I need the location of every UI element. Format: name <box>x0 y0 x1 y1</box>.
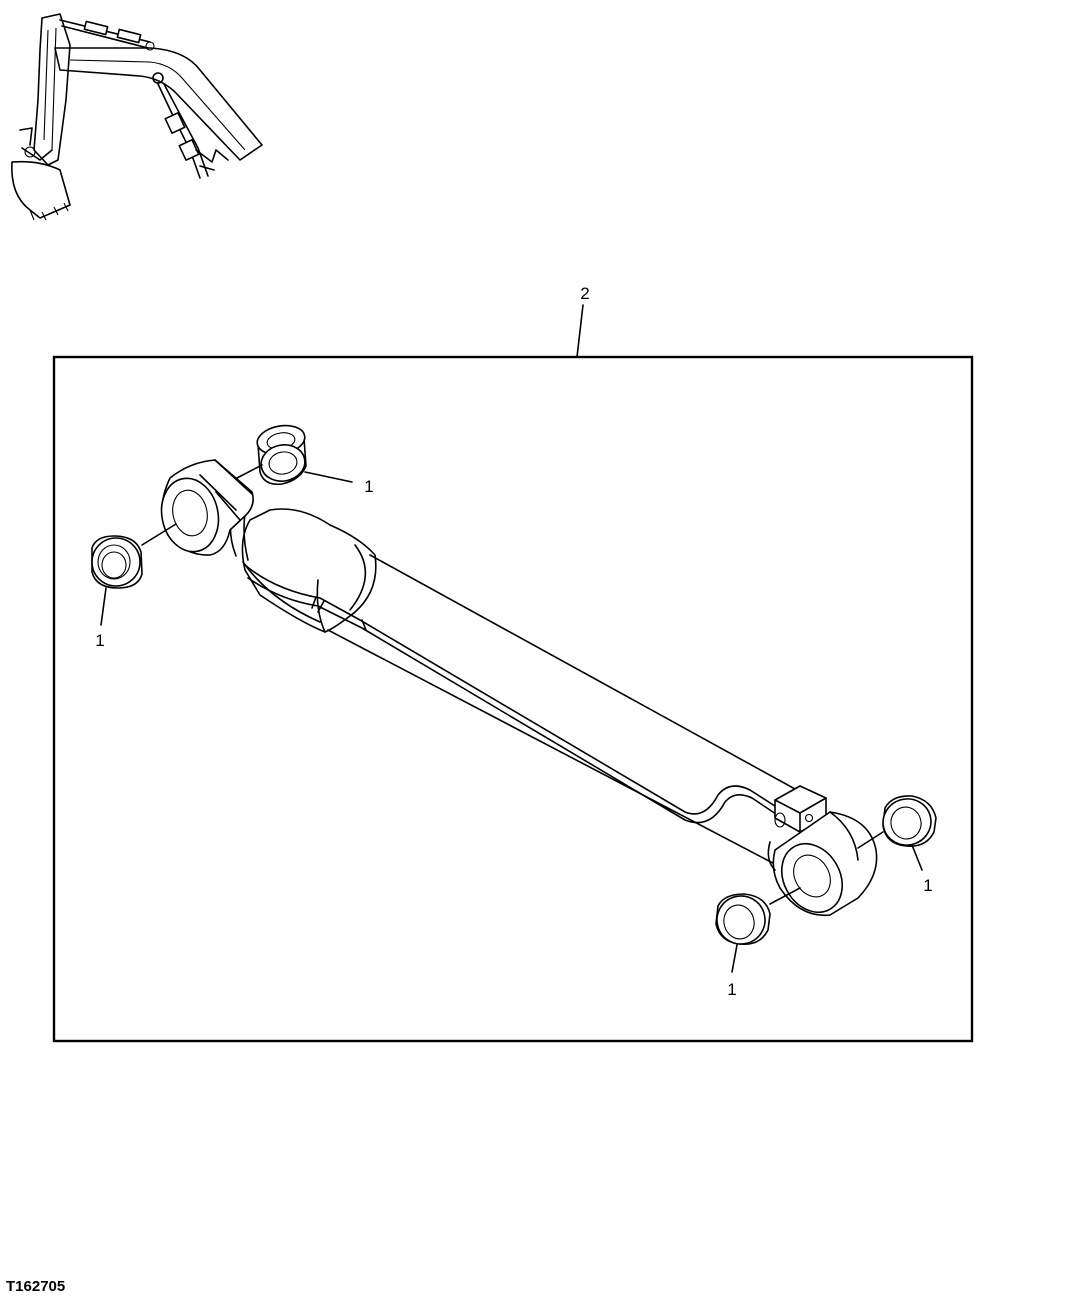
callout-right-bushing: 1 <box>857 831 933 895</box>
bushing-left <box>91 535 143 589</box>
hydraulic-cylinder <box>160 459 878 917</box>
callout-bottom-bushing: 1 <box>727 887 801 999</box>
figure-id: T162705 <box>6 1278 66 1295</box>
kit-border <box>52 355 974 1043</box>
bushing-top <box>256 424 307 486</box>
callout-top-bushing: 1 <box>236 464 374 496</box>
kit-callout: 2 <box>576 284 590 358</box>
callout-2: 2 <box>580 284 589 303</box>
callout-left-bushing: 1 <box>95 523 177 650</box>
locator-thumbnail <box>11 13 263 221</box>
svg-text:1: 1 <box>923 876 932 895</box>
svg-text:1: 1 <box>364 477 373 496</box>
bushing-right <box>882 795 937 848</box>
svg-text:1: 1 <box>95 631 104 650</box>
bushing-bottom <box>715 893 771 946</box>
svg-text:1: 1 <box>727 980 736 999</box>
